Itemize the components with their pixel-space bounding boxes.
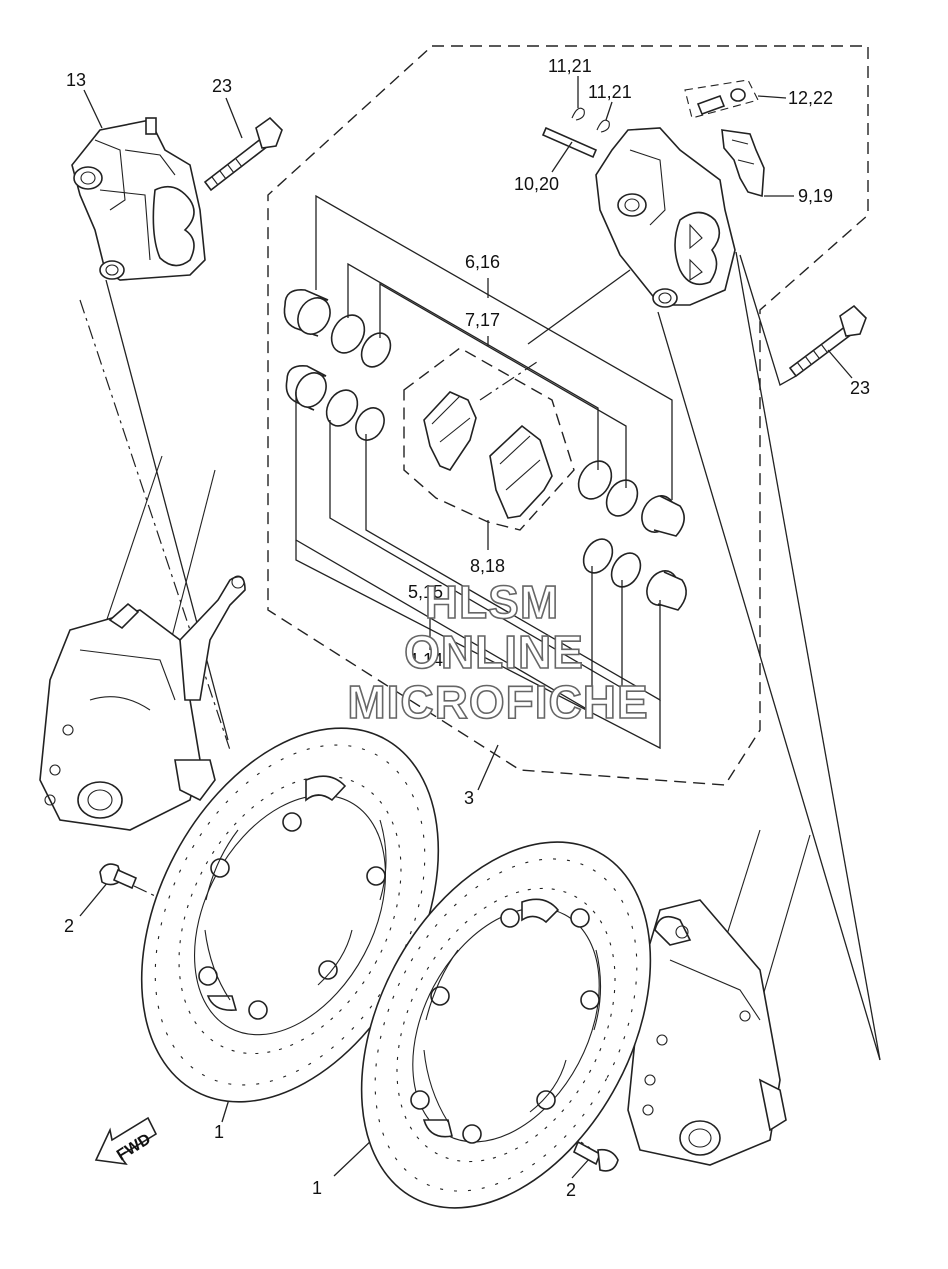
brake-pad-1 — [423, 391, 477, 471]
left-caliper — [71, 117, 206, 281]
label-6-16: 6,16 — [465, 252, 500, 272]
piston-right-upper — [641, 495, 685, 537]
seal-6-lower — [325, 389, 359, 427]
label-2-left: 2 — [64, 916, 74, 936]
label-23-right: 23 — [850, 378, 870, 398]
seal-6-upper — [330, 314, 366, 354]
seal-7-right-lower — [610, 552, 642, 588]
pin-clip-2 — [596, 119, 610, 133]
label-11-21-b: 11,21 — [588, 82, 632, 102]
brake-disc-right — [360, 841, 652, 1209]
brake-disc-left — [140, 727, 440, 1103]
label-5-15: 5,15 — [408, 582, 443, 602]
disc-bolt-left — [99, 863, 138, 890]
seal-6-right-lower — [582, 538, 614, 574]
pad-spring — [721, 129, 765, 198]
watermark-line-3: MICROFICHE — [347, 676, 648, 728]
label-13: 13 — [66, 70, 86, 90]
piston-left-lower — [285, 364, 327, 411]
label-1-right: 1 — [312, 1178, 322, 1198]
fwd-arrow-icon: FWD — [94, 1116, 158, 1166]
pad-pin — [541, 126, 598, 159]
leader-lines — [79, 76, 881, 1179]
label-12-22: 12,22 — [788, 88, 833, 108]
label-2-right: 2 — [566, 1180, 576, 1200]
left-caliper-bolt — [203, 116, 283, 192]
label-7-17: 7,17 — [465, 310, 500, 330]
piston-right-lower — [646, 570, 687, 611]
label-4-14: 4,14 — [408, 650, 443, 670]
right-caliper — [595, 127, 736, 308]
label-9-19: 9,19 — [798, 186, 833, 206]
label-1-left: 1 — [214, 1122, 224, 1142]
seal-7-lower — [355, 407, 385, 441]
seal-7-upper — [360, 332, 392, 368]
pin-clip-1 — [571, 107, 585, 121]
caliper-assembly-outline — [267, 45, 869, 786]
seal-7-right-upper — [605, 479, 639, 517]
label-23-left: 23 — [212, 76, 232, 96]
label-3: 3 — [464, 788, 474, 808]
bleed-screw — [684, 79, 759, 119]
label-10-20: 10,20 — [514, 174, 559, 194]
disc-bolt-right — [572, 1140, 619, 1172]
watermark-line-2: ONLINE — [404, 626, 584, 678]
label-8-18: 8,18 — [470, 556, 505, 576]
right-caliper-bolt — [788, 304, 867, 378]
centerline-left — [79, 299, 231, 751]
seal-6-right-upper — [577, 460, 613, 500]
centerline-pads — [479, 359, 541, 401]
label-11-21-a: 11,21 — [548, 56, 592, 76]
pad-set-outline — [403, 347, 575, 531]
brake-pad-2 — [489, 424, 553, 519]
part-labels: 13 23 11,21 11,21 12,22 10,20 9,19 6,16 … — [64, 56, 870, 1200]
watermark-line-1: HLSM — [425, 576, 559, 628]
left-fork-leg — [39, 455, 246, 831]
piston-left-upper — [283, 288, 331, 337]
right-fork-leg — [627, 829, 811, 1166]
watermark: HLSM ONLINE MICROFICHE — [347, 575, 649, 729]
